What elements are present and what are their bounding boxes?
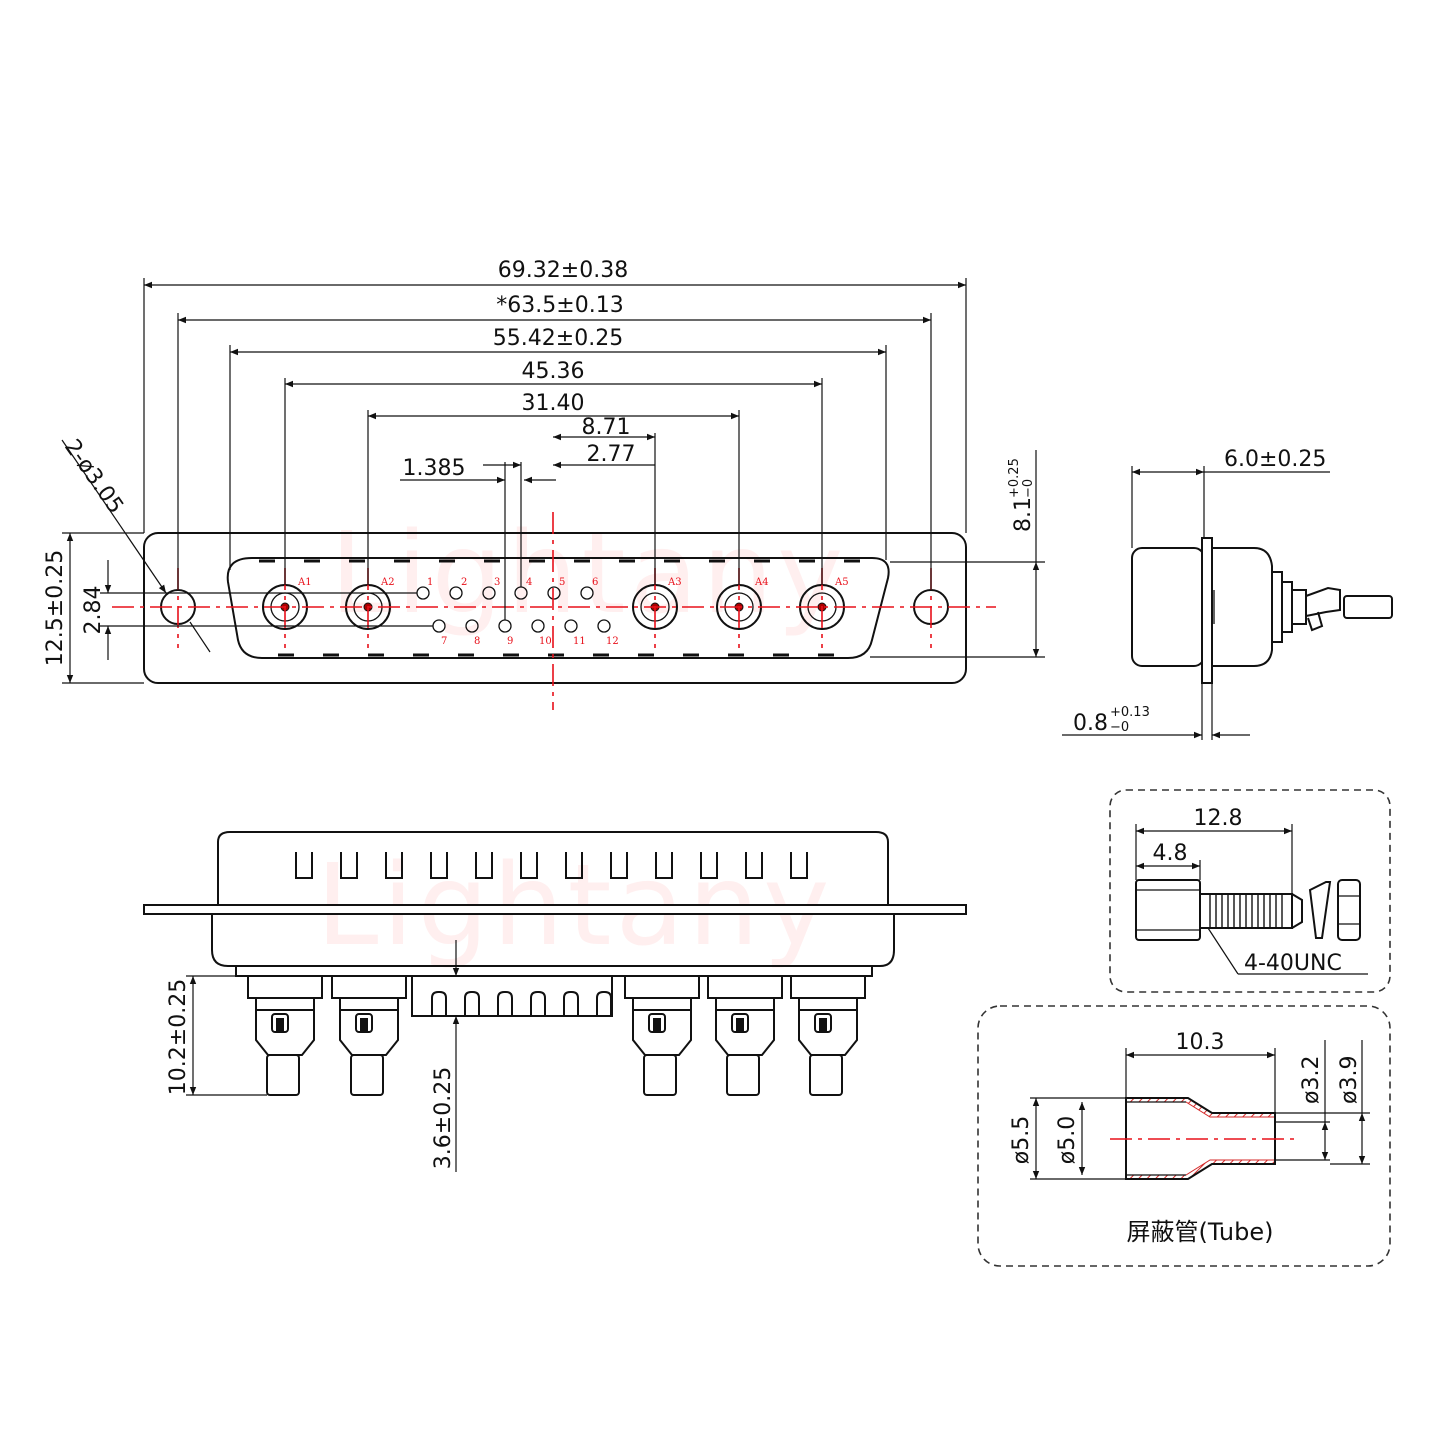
dim-tube-d2: ø3.9 xyxy=(1337,1056,1362,1104)
watermark: Lightany xyxy=(330,509,847,639)
dim-tail-length: 10.2±0.25 xyxy=(166,979,191,1095)
signal-pins-bottom xyxy=(432,619,611,633)
flange-plate xyxy=(143,532,967,684)
pin-label-a3: A3 xyxy=(667,577,682,588)
coax-tail-a4 xyxy=(707,975,783,1096)
dim-flange-thickness: 0.8 xyxy=(1073,711,1108,736)
pin-label-10: 10 xyxy=(539,636,552,647)
pin-label-a1: A1 xyxy=(297,577,312,588)
dim-tube-d3: ø5.5 xyxy=(1009,1116,1034,1164)
pin-label-4: 4 xyxy=(526,577,532,588)
front-view-dimensions: 69.32±0.38 *63.5±0.13 55.42±0.25 45.36 3… xyxy=(43,258,1045,684)
screw-detail: 12.8 4.8 4-40UNC xyxy=(1109,789,1391,993)
front-view: A1 A2 A3 A4 A5 1 2 3 4 5 6 7 8 9 10 11 1… xyxy=(112,512,996,710)
dim-shell-height-tol-upper: +0.25 xyxy=(1007,458,1022,498)
dim-signal-tail: 3.6±0.25 xyxy=(431,1067,456,1169)
tube-detail: 10.3 ø3.2 ø3.9 ø5.5 ø5.0 屏蔽管(Tube) xyxy=(977,1005,1391,1267)
pin-label-7: 7 xyxy=(441,636,447,647)
dim-overall-width: 69.32±0.38 xyxy=(498,258,628,283)
dim-flange-tol-lower: −0 xyxy=(1110,720,1129,735)
pin-label-5: 5 xyxy=(559,577,565,588)
pin-label-3: 3 xyxy=(494,577,500,588)
dim-a1-a5: 45.36 xyxy=(522,359,585,384)
dim-shell-height-tol-lower: −0 xyxy=(1021,479,1036,498)
coax-tail-a5 xyxy=(790,975,866,1096)
dim-mount-holes: *63.5±0.13 xyxy=(496,293,623,318)
dim-hole-callout: 2-ø3.05 xyxy=(59,435,128,518)
tube-caption: 屏蔽管(Tube) xyxy=(1127,1218,1274,1246)
screw-thread-spec: 4-40UNC xyxy=(1244,951,1342,976)
dim-shell-height: 8.1 xyxy=(1011,497,1036,532)
dim-pin-pitch: 2.77 xyxy=(587,442,636,467)
dim-flange-tol-upper: +0.13 xyxy=(1110,705,1150,720)
dim-half-pitch: 1.385 xyxy=(403,456,466,481)
pin-label-1: 1 xyxy=(427,577,433,588)
pin-label-a5: A5 xyxy=(834,577,849,588)
pin-label-2: 2 xyxy=(461,577,467,588)
d-shell xyxy=(226,557,890,659)
coax-tail-a2 xyxy=(331,975,407,1096)
bottom-view: 10.2±0.25 3.6±0.25 xyxy=(143,831,967,1172)
dim-side-depth: 6.0±0.25 xyxy=(1224,447,1326,472)
dim-screw-total: 12.8 xyxy=(1194,806,1243,831)
dim-tube-d4: ø5.0 xyxy=(1055,1116,1080,1164)
dim-screw-head: 4.8 xyxy=(1153,841,1188,866)
dim-height: 12.5±0.25 xyxy=(43,550,68,666)
dim-row-spacing: 2.84 xyxy=(81,586,106,635)
coax-tail-a1 xyxy=(247,975,323,1096)
dim-tube-length: 10.3 xyxy=(1176,1030,1225,1055)
shell-ticks xyxy=(259,559,860,657)
pin-label-11: 11 xyxy=(573,636,586,647)
pin-label-a2: A2 xyxy=(380,577,395,588)
pin-label-8: 8 xyxy=(474,636,480,647)
coax-tail-a3 xyxy=(624,975,700,1096)
dim-a2-a4: 31.40 xyxy=(522,391,585,416)
dim-tube-d1: ø3.2 xyxy=(1299,1056,1324,1104)
dim-a3-center: 8.71 xyxy=(582,415,631,440)
pin-label-a4: A4 xyxy=(754,577,769,588)
dim-shell-width: 55.42±0.25 xyxy=(493,326,623,351)
pin-label-6: 6 xyxy=(592,577,598,588)
pin-label-12: 12 xyxy=(606,636,619,647)
pin-label-9: 9 xyxy=(507,636,513,647)
side-view: 6.0±0.25 0.8 +0.13 −0 xyxy=(1062,447,1393,740)
